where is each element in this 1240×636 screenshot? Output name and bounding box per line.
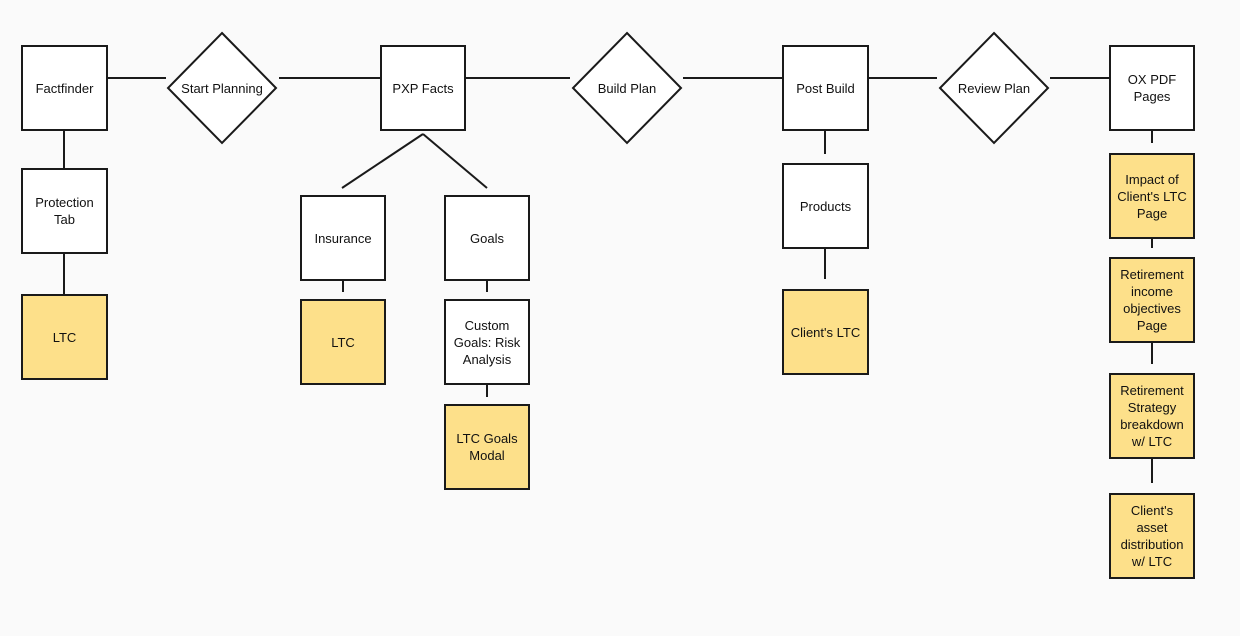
pxp-facts-node: PXP Facts: [380, 45, 466, 131]
impact-ltc-page-node: Impact of Client's LTC Page: [1109, 153, 1195, 239]
clients-ltc-label: Client's LTC: [790, 324, 861, 340]
build-plan-diamond: [571, 31, 683, 145]
insurance-node: Insurance: [300, 195, 386, 281]
start-planning-label: Start Planning: [181, 80, 263, 96]
retirement-income-page-node: Retirement income objectives Page: [1109, 257, 1195, 343]
post-build-node: Post Build: [782, 45, 869, 131]
protection-tab-node: Protection Tab: [21, 168, 108, 254]
ox-pdf-pages-node: OX PDF Pages: [1109, 45, 1195, 131]
pxp-facts-label: PXP Facts: [392, 80, 454, 96]
start-planning-diamond: [166, 31, 278, 145]
products-node: Products: [782, 163, 869, 249]
custom-goals-label: Custom Goals: Risk Analysis: [453, 317, 521, 367]
goals-node: Goals: [444, 195, 530, 281]
factfinder-node: Factfinder: [21, 45, 108, 131]
post-build-label: Post Build: [796, 80, 855, 96]
build-plan-label: Build Plan: [597, 80, 657, 96]
start-planning-node: Start Planning: [180, 62, 264, 114]
asset-distribution-label: Client's asset distribution w/ LTC: [1120, 503, 1184, 569]
review-plan-diamond: [938, 31, 1050, 145]
impact-ltc-page-label: Impact of Client's LTC Page: [1117, 171, 1187, 221]
products-label: Products: [799, 198, 852, 214]
retirement-strategy-label: Retirement Strategy breakdown w/ LTC: [1120, 383, 1184, 449]
asset-distribution-node: Client's asset distribution w/ LTC: [1109, 493, 1195, 579]
protection-tab-label: Protection Tab: [35, 195, 94, 227]
ltc-factfinder-node: LTC: [21, 294, 108, 380]
goals-label: Goals: [470, 230, 504, 246]
ox-pdf-pages-label: OX PDF Pages: [1127, 72, 1177, 104]
custom-goals-node: Custom Goals: Risk Analysis: [444, 299, 530, 385]
ltc-goals-modal-node: LTC Goals Modal: [444, 404, 530, 490]
factfinder-label: Factfinder: [35, 80, 94, 96]
review-plan-label: Review Plan: [957, 80, 1031, 96]
insurance-label: Insurance: [314, 230, 372, 246]
ltc-insurance-node: LTC: [300, 299, 386, 385]
ltc-factfinder-label: LTC: [52, 329, 77, 345]
retirement-income-page-label: Retirement income objectives Page: [1120, 267, 1184, 333]
connector-pxp-insurance: [341, 133, 424, 189]
ltc-goals-modal-label: LTC Goals Modal: [456, 431, 518, 463]
review-plan-node: Review Plan: [950, 62, 1038, 114]
clients-ltc-node: Client's LTC: [782, 289, 869, 375]
connector-pxp-goals: [422, 133, 488, 189]
ltc-insurance-label: LTC: [331, 334, 355, 350]
retirement-strategy-node: Retirement Strategy breakdown w/ LTC: [1109, 373, 1195, 459]
build-plan-node: Build Plan: [585, 62, 669, 114]
